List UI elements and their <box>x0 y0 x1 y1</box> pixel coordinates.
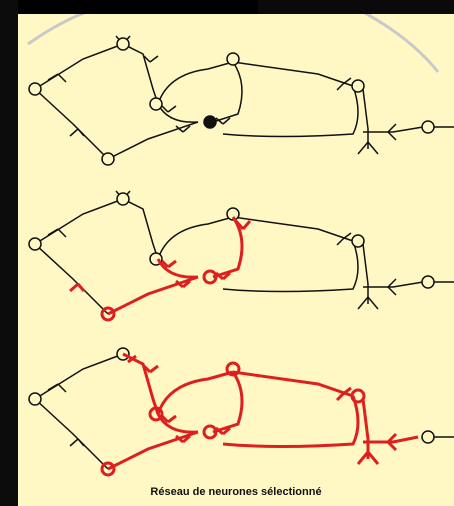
decor-arc-left <box>28 14 118 44</box>
neuron-diagram <box>18 14 454 506</box>
decor-arc-right <box>348 14 438 72</box>
network-panel-1 <box>29 36 454 165</box>
top-black-bar <box>0 0 258 14</box>
diagram-panel: Réseau de neurones sélectionné <box>18 14 454 506</box>
left-dark-border <box>0 0 18 506</box>
network-panel-3 <box>29 348 454 475</box>
network-panel-2 <box>29 191 454 320</box>
diagram-caption: Réseau de neurones sélectionné <box>18 486 454 498</box>
